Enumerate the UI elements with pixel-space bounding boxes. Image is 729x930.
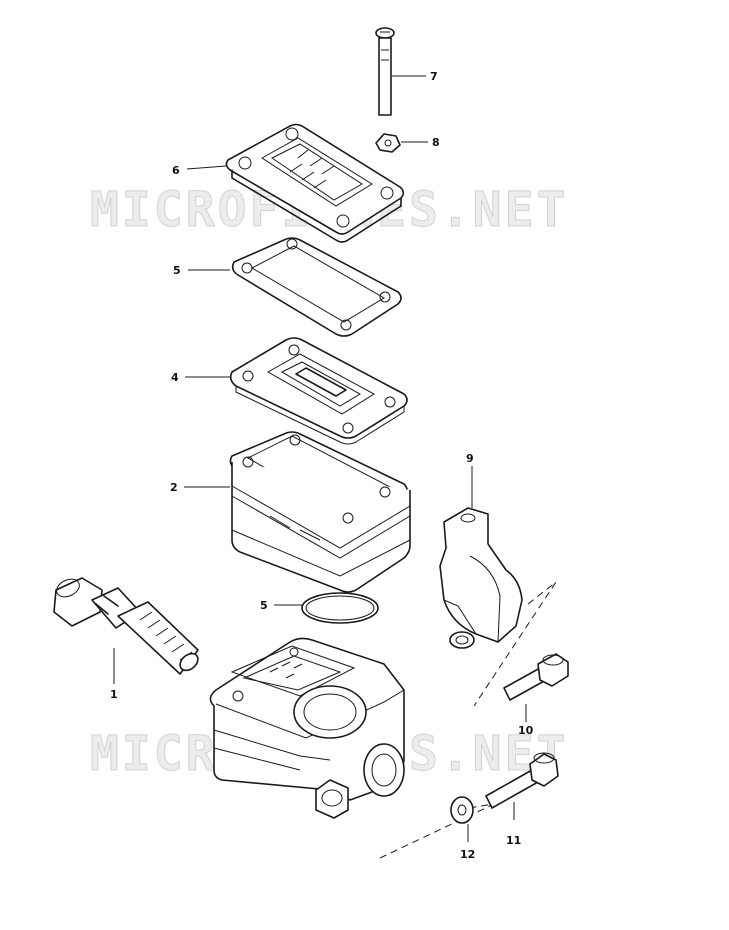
callout-1: 1: [110, 688, 118, 701]
assembly-line-upper: [473, 581, 557, 707]
part-8-washer: [375, 133, 401, 153]
callout-11: 11: [506, 834, 521, 847]
part-9-clamp: [439, 507, 523, 649]
callout-4: 4: [171, 371, 179, 384]
callout-12: 12: [460, 848, 475, 861]
assembly-line-lower: [379, 803, 495, 859]
part-5-o-ring: [301, 592, 379, 624]
master-cylinder-body: [209, 637, 405, 819]
callout-8: 8: [432, 136, 440, 149]
part-10-bolt: [503, 653, 569, 701]
callout-9: 9: [466, 452, 474, 465]
callout-5-lower: 5: [260, 599, 268, 612]
callout-10: 10: [518, 724, 534, 737]
callout-7: 7: [430, 70, 438, 83]
leader-6: [186, 165, 227, 170]
callout-2: 2: [170, 481, 178, 494]
part-1-piston-assembly: [53, 577, 199, 675]
part-6-reservoir-cap: [225, 123, 405, 243]
part-7-screw: [375, 27, 395, 116]
part-11-bolt: [485, 752, 559, 809]
part-4-diaphragm: [229, 337, 408, 445]
callout-6: 6: [172, 164, 180, 177]
part-5-gasket: [231, 237, 402, 337]
callout-5-upper: 5: [173, 264, 181, 277]
part-2-reservoir: [229, 431, 411, 593]
part-12-washer: [450, 796, 474, 824]
